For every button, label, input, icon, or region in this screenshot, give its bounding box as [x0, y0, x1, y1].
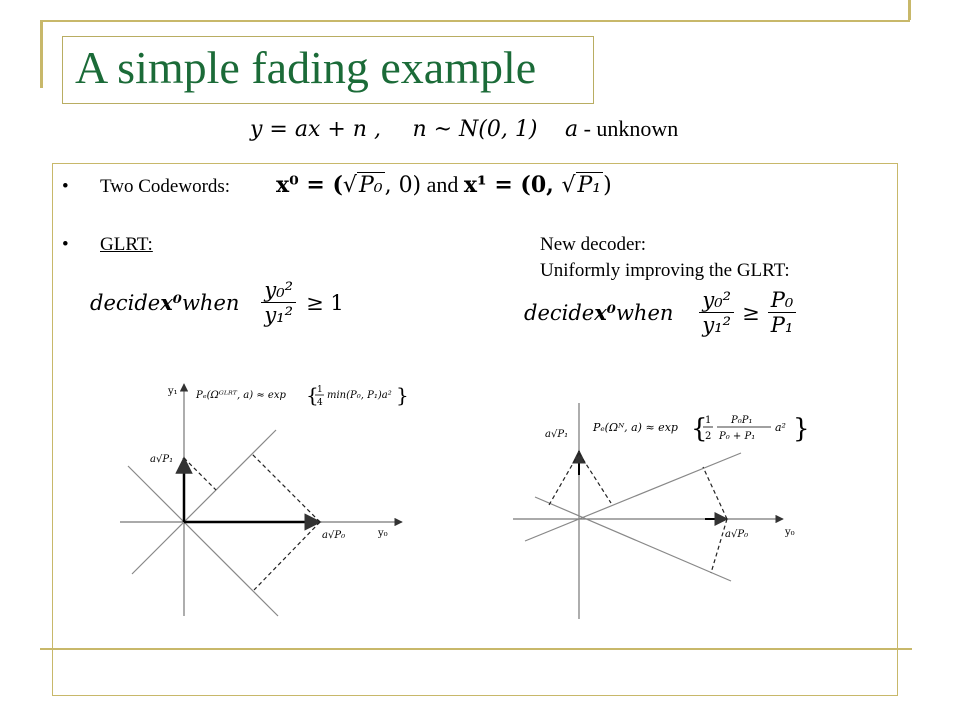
new-fraction: y₀² y₁²	[699, 288, 735, 337]
glrt-decide: decide	[90, 290, 161, 315]
right-boundary-steep	[534, 496, 732, 582]
bullet-codewords: • Two Codewords:	[62, 176, 230, 198]
glrt-fraction: y₀² y₁²	[261, 278, 297, 327]
right-error-brace: {	[691, 414, 708, 444]
right-x-axis-label: y₀	[784, 527, 795, 538]
left-error-rest: min(P₀, P₁)a²	[327, 390, 392, 401]
right-error-frac2-num: P₀P₁	[730, 415, 752, 426]
model-a-desc: - unknown	[578, 116, 679, 141]
bullet-codewords-label: Two Codewords:	[100, 176, 231, 197]
codeword-x1-sqrt: P₁	[575, 172, 604, 198]
new-x0: x⁰	[594, 300, 616, 325]
new-when: when	[615, 300, 674, 325]
frame-vertical-left	[40, 20, 43, 88]
frame-horizontal-top	[40, 20, 910, 22]
codeword-x0-sqrt: P₀	[356, 172, 385, 198]
glrt-relation: ≥ 1	[306, 290, 344, 315]
glrt-rule: decide x⁰ when y₀² y₁² ≥ 1	[90, 278, 344, 327]
new-ratio-fraction: P₀ P₁	[767, 288, 797, 337]
new-decoder-line1: New decoder:	[540, 234, 647, 255]
new-denominator: y₁²	[702, 313, 732, 337]
frame-horizontal-bottom	[40, 648, 912, 650]
left-proj-x0-b	[253, 521, 321, 591]
codeword-and: and	[421, 172, 464, 197]
left-proj-x1	[183, 457, 217, 491]
title-box: A simple fading example	[62, 36, 594, 104]
right-proj-x0-up	[702, 466, 728, 520]
left-x-axis-label: y₀	[377, 528, 388, 539]
right-error-lhs: Pₑ(Ωᴺ, a) ≈ exp	[592, 421, 678, 434]
right-error-frac-num: 1	[705, 415, 711, 426]
left-y-point-label: a√P₁	[150, 454, 173, 465]
codeword-x1-rhs: )	[603, 173, 612, 198]
content-box	[52, 163, 898, 696]
left-error-frac-num: 1	[317, 385, 323, 395]
model-a-var: a	[564, 117, 579, 142]
new-rule: decide x⁰ when y₀² y₁² ≥ P₀ P₁	[524, 288, 797, 337]
new-ratio-numerator: P₀	[767, 288, 797, 313]
model-lhs: y = ax + n ,	[250, 117, 381, 142]
right-x-point-label: a√P₀	[725, 529, 748, 540]
left-error-brace: {	[306, 383, 319, 407]
left-boundary-diag2	[131, 429, 277, 575]
right-y-point-label: a√P₁	[545, 429, 568, 440]
right-boundary-shallow	[524, 452, 742, 542]
right-proj-x1-right	[578, 452, 612, 504]
new-ratio-denominator: P₁	[770, 313, 794, 337]
model-equation: y = ax + n , n ~ N(0, 1) a - unknown	[250, 116, 678, 142]
new-decoder-line2: Uniformly improving the GLRT:	[540, 260, 790, 281]
codeword-x0-rhs: , 0)	[384, 173, 422, 198]
glrt-denominator: y₁²	[264, 303, 294, 327]
model-noise: n ~ N(0, 1)	[412, 117, 538, 142]
new-numerator: y₀²	[699, 288, 735, 313]
right-error-frac2-den: P₀ + P₁	[718, 431, 755, 442]
codewords-equation: x⁰ = (√P₀, 0) and x¹ = (0, √P₁)	[276, 172, 612, 198]
glrt-decision-diagram: y₁ y₀ a√P₁ a√P₀ Pₑ(Ωᴳᴸᴿᵀ, a) ≈ exp { 1 4…	[120, 383, 409, 617]
new-decide: decide	[524, 300, 595, 325]
left-y-axis-label: y₁	[167, 386, 178, 397]
right-error-brace-close: }	[793, 414, 810, 444]
bullet-dot: •	[62, 234, 69, 255]
codeword-x0-lhs: x⁰ = (	[276, 172, 343, 198]
bullet-glrt-label: GLRT:	[100, 234, 153, 255]
slide-title: A simple fading example	[75, 42, 537, 93]
new-relation: ≥	[742, 300, 760, 325]
left-proj-x0	[251, 453, 321, 523]
new-decision-diagram: a√P₁ y₀ a√P₀ Pₑ(Ωᴺ, a) ≈ exp { 1 2 P₀P₁ …	[513, 403, 810, 619]
left-error-brace-close: }	[396, 383, 409, 407]
right-proj-x0-down	[710, 518, 728, 574]
frame-vertical-right	[908, 0, 911, 20]
left-boundary-diag1	[127, 465, 279, 617]
bullet-glrt: • GLRT:	[62, 234, 153, 256]
left-x-point-label: a√P₀	[322, 530, 345, 541]
glrt-numerator: y₀²	[261, 278, 297, 303]
left-error-frac-den: 4	[317, 398, 323, 408]
right-error-frac-den: 2	[705, 431, 711, 442]
left-error-lhs: Pₑ(Ωᴳᴸᴿᵀ, a) ≈ exp	[195, 390, 286, 401]
glrt-x0: x⁰	[160, 290, 182, 315]
glrt-when: when	[181, 290, 240, 315]
bullet-dot: •	[62, 176, 69, 197]
right-error-rest: a²	[775, 421, 786, 434]
right-proj-x1-left	[548, 452, 580, 506]
codeword-x1-lhs: x¹ = (0,	[463, 172, 562, 198]
